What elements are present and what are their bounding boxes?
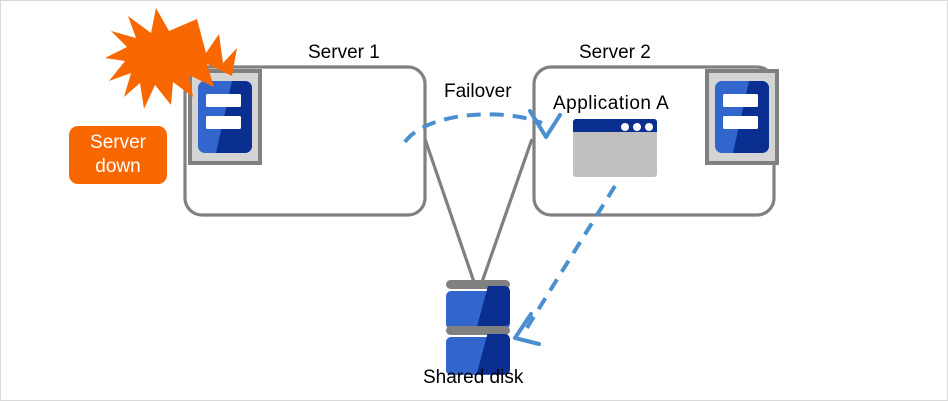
server-down-badge: Server down	[69, 126, 167, 184]
server2-label: Server 2	[579, 42, 651, 63]
server-to-disk-links	[423, 138, 534, 283]
application-label: Application A	[553, 93, 670, 114]
server1-label: Server 1	[308, 42, 380, 63]
shared-disk-icon	[446, 280, 510, 375]
application-window-icon	[573, 119, 657, 177]
shared-disk-label: Shared disk	[423, 367, 524, 388]
server-icon	[705, 69, 779, 165]
server-icon	[188, 69, 262, 165]
disk-access-arrow-icon	[513, 184, 617, 346]
failure-burst-icon	[105, 8, 237, 109]
server-down-badge-line1: Server	[90, 132, 146, 154]
failover-arrow-icon	[403, 109, 562, 144]
server-down-badge-line2: down	[95, 156, 141, 177]
failover-label: Failover	[444, 81, 512, 102]
